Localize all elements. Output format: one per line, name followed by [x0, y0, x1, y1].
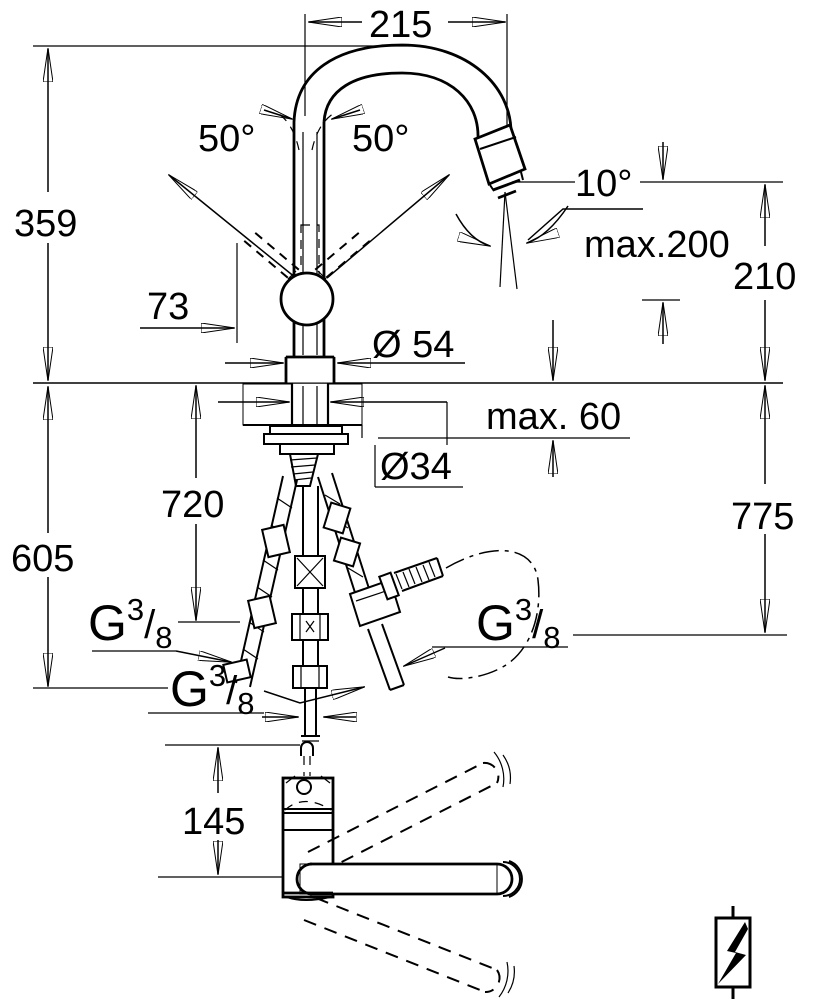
dim-hose-775-label: 775	[731, 496, 794, 538]
dim-handle-145-label: 145	[182, 801, 245, 843]
dim-swivel-right-label: 50°	[352, 118, 409, 160]
thread-label-center: G3/8	[170, 658, 255, 721]
dim-outlet-height-210-label: 210	[733, 256, 796, 298]
thread-label-left: G3/8	[88, 592, 173, 655]
thread-label-right: G3/8	[476, 592, 561, 655]
dimension-labels: 215 359 50° 50° 10° max.200 210 73 Ø 54 …	[11, 4, 796, 843]
dim-spray-tilt-label: 10°	[575, 163, 632, 205]
alternate-hose-position	[445, 549, 540, 680]
dim-hose-720-label: 720	[161, 484, 224, 526]
dim-hole-diameter-label: Ø34	[380, 446, 452, 488]
lightning-bolt-icon	[714, 906, 752, 999]
faucet-outline	[241, 43, 527, 425]
dim-swivel-left-label: 50°	[198, 118, 255, 160]
ball-joint	[279, 271, 335, 327]
dim-spout-reach-label: 215	[369, 4, 432, 46]
dim-counter-thickness-label: max. 60	[486, 396, 621, 438]
supply-hoses-assembly	[222, 425, 540, 742]
dim-height-359-label: 359	[14, 203, 77, 245]
dimension-lines	[33, 14, 787, 878]
lever-handle-detail	[281, 741, 523, 998]
dim-offset-73-label: 73	[147, 286, 189, 328]
dim-hose-605-label: 605	[11, 538, 74, 580]
dim-base-diameter-label: Ø 54	[372, 324, 454, 366]
dim-pullout-max200-label: max.200	[584, 224, 730, 266]
